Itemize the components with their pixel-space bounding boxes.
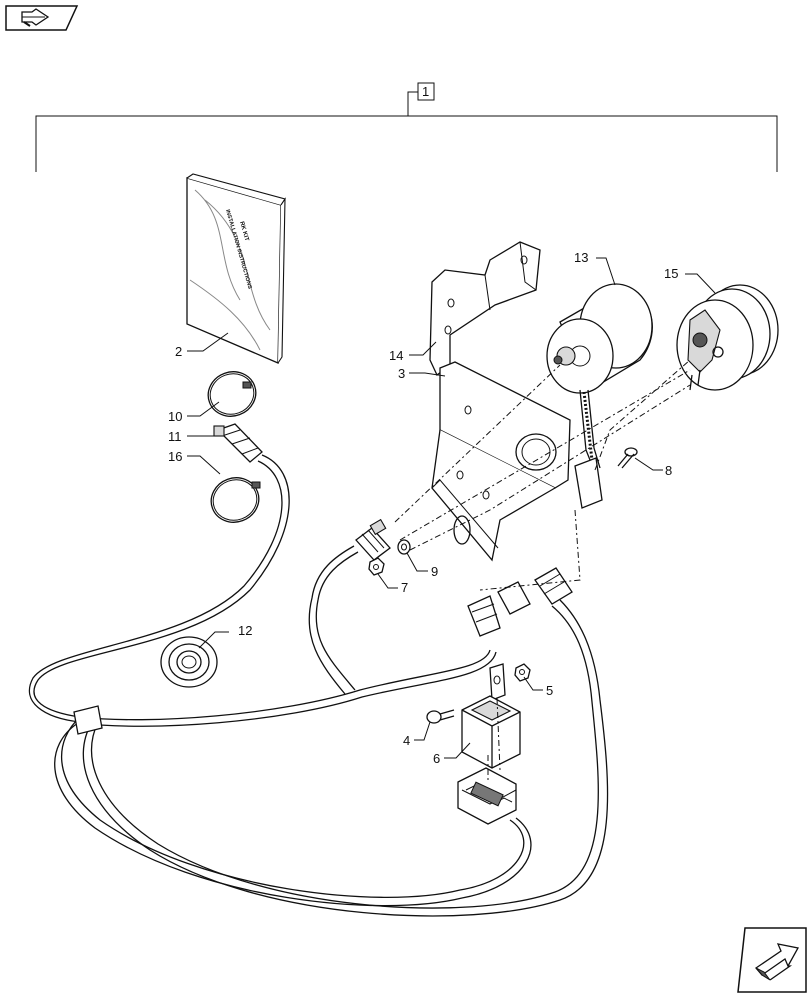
callout-labels: 1 2 10 11 16 12 14 3 13 15 8 7 9 5 4 6: [168, 84, 678, 766]
bolt-4: [426, 709, 455, 724]
connector-harness-end: [355, 518, 391, 561]
callout-11: 11: [168, 429, 182, 444]
nut-7: [368, 557, 385, 576]
grommet-12: [160, 636, 218, 688]
callout-8: 8: [665, 463, 672, 478]
callout-13: 13: [574, 250, 588, 265]
bracket-14: [429, 241, 541, 377]
instruction-manual: RK KIT INSTALLATION INSTRUCTIONS: [186, 173, 286, 364]
cable-tie-10: [207, 371, 257, 417]
callout-16: 16: [168, 449, 182, 464]
gauge-15: [676, 284, 779, 391]
arrow-next-icon: [755, 943, 800, 981]
callout-12: 12: [238, 623, 252, 638]
callout-9: 9: [431, 564, 438, 579]
callout-10: 10: [168, 409, 182, 424]
washer-9: [397, 539, 411, 555]
callout-15: 15: [664, 266, 678, 281]
callout-1: 1: [422, 84, 429, 99]
relay-6: [461, 695, 521, 769]
gauge-13: [546, 283, 653, 509]
callout-7: 7: [401, 580, 408, 595]
prev-page-button[interactable]: [5, 5, 79, 31]
wire-harness: [28, 454, 609, 917]
callout-3: 3: [398, 366, 405, 381]
connector-11: [213, 423, 263, 463]
relay-socket: [457, 767, 517, 825]
arrow-prev-icon: [21, 8, 50, 27]
callout-14: 14: [389, 348, 403, 363]
alignment-lines: [394, 359, 691, 780]
manual-title: RK KIT: [238, 221, 249, 242]
callout-4: 4: [403, 733, 410, 748]
callout-2: 2: [175, 344, 182, 359]
mounting-plate-3: [431, 361, 571, 562]
callout-6: 6: [433, 751, 440, 766]
assembly-bracket: [35, 82, 778, 172]
next-page-button[interactable]: [737, 927, 807, 993]
cable-tie-16: [210, 477, 261, 523]
leader-lines: [187, 257, 716, 759]
screw-8: [617, 447, 638, 469]
nut-5: [514, 663, 531, 682]
callout-5: 5: [546, 683, 553, 698]
connector-pair: [467, 567, 573, 637]
relay-bracket: [489, 663, 506, 701]
